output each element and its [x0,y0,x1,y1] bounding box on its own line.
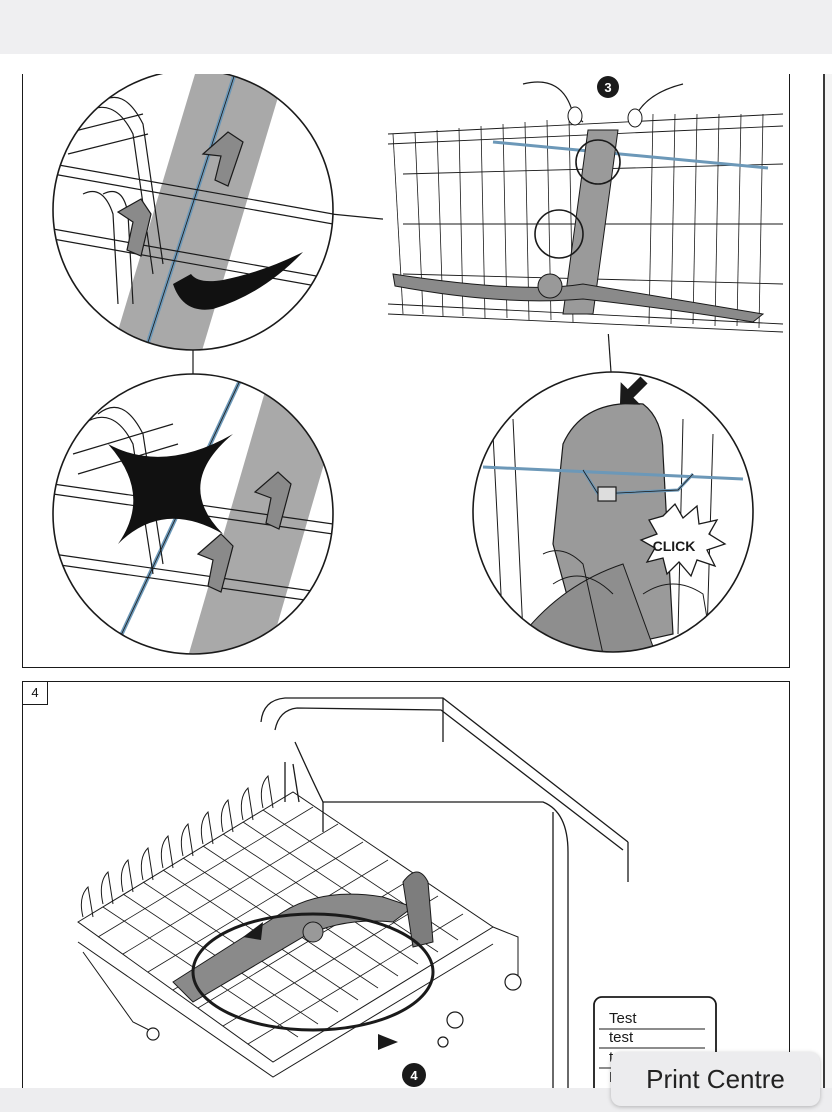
rating-label-line-2: test [609,1029,634,1046]
step-4-illustration: 4 Test test t F [77,697,717,1100]
step-3-illustration: 3 CLICK [52,74,789,655]
callout-number-3: 3 [604,80,611,95]
rotation-arrow [191,912,435,1032]
print-centre-label: Print Centre [646,1064,785,1094]
click-label: CLICK [653,538,696,554]
step-3-panel: 3 CLICK [22,74,790,668]
callout-badge-4 [402,1063,426,1087]
incorrect-fit-detail [53,374,333,654]
document-scrollbar[interactable] [823,74,832,1088]
top-toolbar [0,0,832,54]
callout-number-4: 4 [410,1068,418,1083]
rack-wheels [146,973,522,1048]
print-centre-button[interactable]: Print Centre [611,1052,820,1106]
step-4-panel: 4 [22,681,790,1101]
dishwasher-body [260,697,629,1100]
upper-rack-view [383,74,789,334]
correct-fit-detail [53,74,333,350]
callout-badge-3 [597,76,619,98]
spray-arm [172,871,434,1003]
step-number-box: 4 [23,682,48,705]
click-detail: CLICK [473,372,753,652]
rating-label-line-1: Test [609,1010,637,1027]
